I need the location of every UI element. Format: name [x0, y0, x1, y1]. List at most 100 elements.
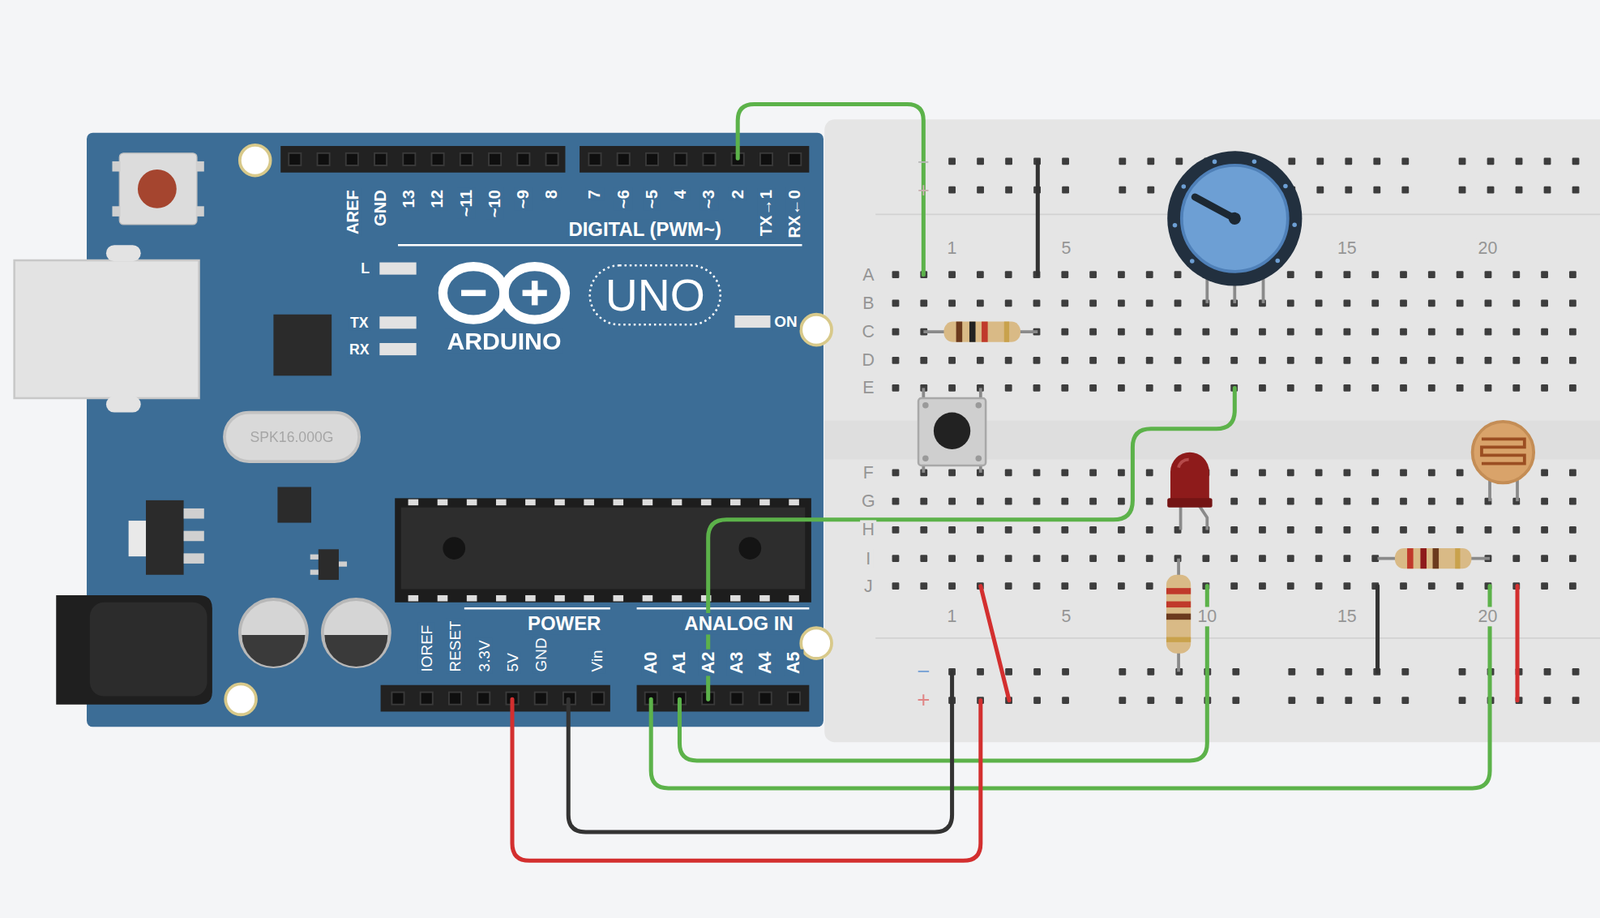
arduino-board: [461, 290, 486, 297]
rail-hole: [1146, 696, 1155, 704]
rail-hole: [1005, 186, 1013, 194]
breadboard-hole: [1287, 497, 1295, 505]
rail-hole: [1118, 667, 1126, 676]
resistor: [1166, 613, 1191, 621]
pin-label: A0: [641, 649, 661, 676]
resistor: [981, 321, 989, 343]
breadboard-hole: [1569, 299, 1577, 307]
pin-label: RESET: [446, 618, 464, 674]
wires: [568, 671, 952, 832]
breadboard-hole: [1484, 270, 1493, 279]
rail-sign: −: [915, 149, 932, 173]
header-hole: [432, 153, 445, 166]
photoresistor: [1481, 438, 1525, 463]
breadboard-hole: [1315, 356, 1323, 364]
chip-pin: [612, 594, 624, 602]
row-letter: A: [860, 265, 877, 285]
rail-hole: [1061, 186, 1070, 194]
arduino-board: [800, 627, 832, 659]
breadboard-hole: [1456, 328, 1464, 336]
breadboard-hole: [1371, 384, 1379, 392]
pot-tick: [1212, 159, 1218, 165]
breadboard-hole: [1146, 270, 1154, 279]
breadboard-hole: [1456, 497, 1464, 505]
breadboard-hole: [1456, 270, 1464, 279]
rail-hole: [948, 186, 956, 194]
breadboard-hole: [1484, 328, 1493, 336]
resistor: [969, 321, 976, 343]
chip-pin: [496, 499, 507, 506]
chip-pin: [408, 594, 420, 602]
breadboard-hole: [976, 356, 984, 364]
wires: [512, 698, 981, 860]
header-hole: [402, 153, 415, 166]
arduino-board: [196, 161, 205, 172]
pin-label: A5: [783, 649, 804, 676]
resistor: [1377, 547, 1490, 569]
breadboard-hole: [1569, 468, 1577, 476]
breadboard-hole: [1456, 468, 1464, 476]
pot-tick: [1252, 158, 1258, 164]
breadboard-hole: [1033, 526, 1041, 534]
arduino-board: [590, 265, 721, 325]
breadboard-hole: [1343, 384, 1352, 392]
breadboard-hole: [1456, 526, 1464, 534]
breadboard-hole: [1258, 497, 1267, 505]
breadboard-hole: [1146, 384, 1154, 392]
breadboard-hole: [1258, 328, 1267, 336]
column-number: 20: [1475, 606, 1500, 626]
arduino-board: [239, 598, 308, 667]
breadboard-hole: [1540, 468, 1549, 476]
rail-hole: [1344, 158, 1352, 166]
rail-hole: [1316, 667, 1324, 676]
breadboard-hole: [1540, 581, 1549, 590]
pin-label: GND: [371, 188, 390, 229]
breadboard-hole: [1117, 328, 1126, 336]
breadboard-hole: [948, 554, 956, 562]
breadboard-hole: [1399, 497, 1408, 505]
pin-label: A1: [669, 649, 689, 676]
breadboard-hole: [1117, 497, 1126, 505]
header-hole: [674, 153, 687, 166]
arduino-board: [89, 602, 208, 697]
breadboard-hole: [1033, 299, 1041, 307]
breadboard-hole: [1540, 270, 1549, 279]
breadboard-hole: [976, 497, 984, 505]
header-hole: [477, 692, 490, 705]
chip-pin: [671, 594, 683, 602]
breadboard-hole: [919, 356, 928, 364]
breadboard-hole: [1287, 581, 1295, 590]
pin-label: 7: [586, 188, 605, 202]
rail-hole: [1146, 186, 1155, 194]
pin-label: IOREF: [418, 622, 436, 674]
breadboard-hole: [892, 468, 900, 476]
breadboard-hole: [892, 554, 900, 562]
breadboard-hole: [1484, 356, 1493, 364]
row-letter: H: [859, 519, 877, 540]
arduino-board: [273, 314, 332, 377]
arduino-board: [324, 634, 388, 667]
chip-pin: [642, 499, 654, 506]
breadboard-hole: [1287, 526, 1295, 534]
breadboard-hole: [1202, 328, 1210, 336]
brand-name: ARDUINO: [444, 327, 564, 355]
led: [1170, 452, 1210, 505]
header-hole: [449, 692, 462, 705]
breadboard-hole: [1230, 356, 1238, 364]
resistor: [1166, 637, 1191, 642]
row-letter: J: [861, 576, 875, 596]
pin-label: ~10: [485, 188, 505, 220]
breadboard-hole: [976, 299, 984, 307]
arduino-board: [579, 145, 809, 173]
breadboard-hole: [1005, 554, 1013, 562]
breadboard-hole: [1202, 384, 1210, 392]
breadboard-hole: [1287, 270, 1295, 279]
wires: [708, 387, 1236, 699]
rail-hole: [1316, 696, 1324, 704]
arduino-board: [224, 412, 360, 462]
chip-pin: [701, 499, 712, 506]
breadboard-hole: [948, 299, 956, 307]
potentiometer-ticks: [1172, 158, 1297, 263]
pin-label: Vin: [588, 647, 606, 674]
pot-tick: [1275, 258, 1281, 264]
